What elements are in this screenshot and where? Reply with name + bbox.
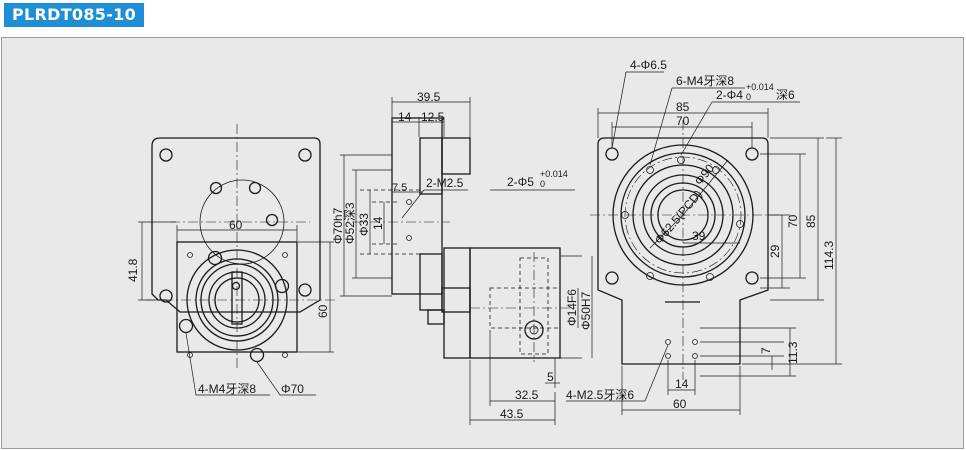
dim-side-phi5-tol-lower: 0 — [540, 179, 545, 189]
dim-right-7: 7 — [759, 347, 773, 354]
dim-right-2-phi4-depth: 深6 — [776, 88, 795, 102]
dim-mid-43-5: 43.5 — [500, 407, 524, 421]
right-dimensions — [597, 71, 842, 415]
dim-right-6-m4: 6-M4牙深8 — [676, 74, 734, 88]
front-dimensions — [138, 221, 334, 396]
side-view — [352, 117, 471, 325]
dim-mid-phi50h7: Φ50H7 — [579, 291, 593, 330]
drawing-title: PLRDT085-10 — [4, 3, 145, 27]
dim-right-2-phi4-tol-upper: +0.014 — [746, 82, 774, 92]
dim-right-85-vertical: 85 — [804, 214, 818, 228]
front-view — [145, 124, 335, 370]
dim-right-phi90: Φ90 — [692, 161, 718, 188]
dim-side-7-5: 7.5 — [392, 182, 407, 194]
dim-right-29: 29 — [768, 244, 782, 258]
dim-right-14: 14 — [675, 377, 689, 391]
adapter-dimensions — [469, 255, 669, 425]
dim-side-phi5: 2-Φ5 — [507, 175, 534, 189]
dim-right-4-phi6-5: 4-Φ6.5 — [630, 58, 667, 72]
right-view — [590, 120, 780, 380]
dim-right-2-phi4: 2-Φ4 — [716, 88, 743, 102]
dim-front-4-m4: 4-M4牙深8 — [198, 382, 256, 396]
dim-side-12-5: 12.5 — [421, 110, 445, 124]
dim-side-phi33: Φ33 — [357, 213, 371, 236]
dim-side-phi5-tol-upper: +0.014 — [540, 169, 568, 179]
dim-right-85: 85 — [676, 100, 690, 114]
dim-side-phi70h7: Φ70h7 — [331, 207, 345, 244]
dim-right-70: 70 — [676, 114, 690, 128]
dim-side-14: 14 — [398, 110, 412, 124]
dim-front-60: 60 — [229, 218, 243, 232]
dim-right-60: 60 — [673, 397, 687, 411]
dim-side-39-5: 39.5 — [417, 90, 441, 104]
dim-mid-phi14f6: Φ14F6 — [565, 289, 579, 326]
dim-front-41-8: 41.8 — [126, 258, 140, 282]
drawing-panel — [1, 37, 964, 449]
dim-front-60-vertical: 60 — [316, 304, 330, 318]
dim-mid-5: 5 — [547, 370, 554, 384]
adapter-view — [443, 247, 575, 362]
dim-right-2-phi4-tol-lower: 0 — [746, 92, 751, 102]
dim-mid-32-5: 32.5 — [515, 388, 539, 402]
dim-front-phi70: Φ70 — [281, 382, 304, 396]
dim-right-114-3: 114.3 — [822, 241, 836, 270]
dim-side-2-m2-5: 2-M2.5 — [426, 176, 464, 190]
dim-right-11-3: 11.3 — [786, 341, 800, 364]
dim-side-14-vertical: 14 — [371, 216, 385, 230]
side-dimensions — [340, 97, 575, 297]
dim-mid-4-m2-5: 4-M2.5牙深6 — [566, 388, 634, 402]
dim-right-70-vertical: 70 — [786, 214, 800, 228]
dim-right-39: 39 — [692, 229, 706, 243]
dim-side-phi52: Φ52深3 — [343, 202, 357, 244]
